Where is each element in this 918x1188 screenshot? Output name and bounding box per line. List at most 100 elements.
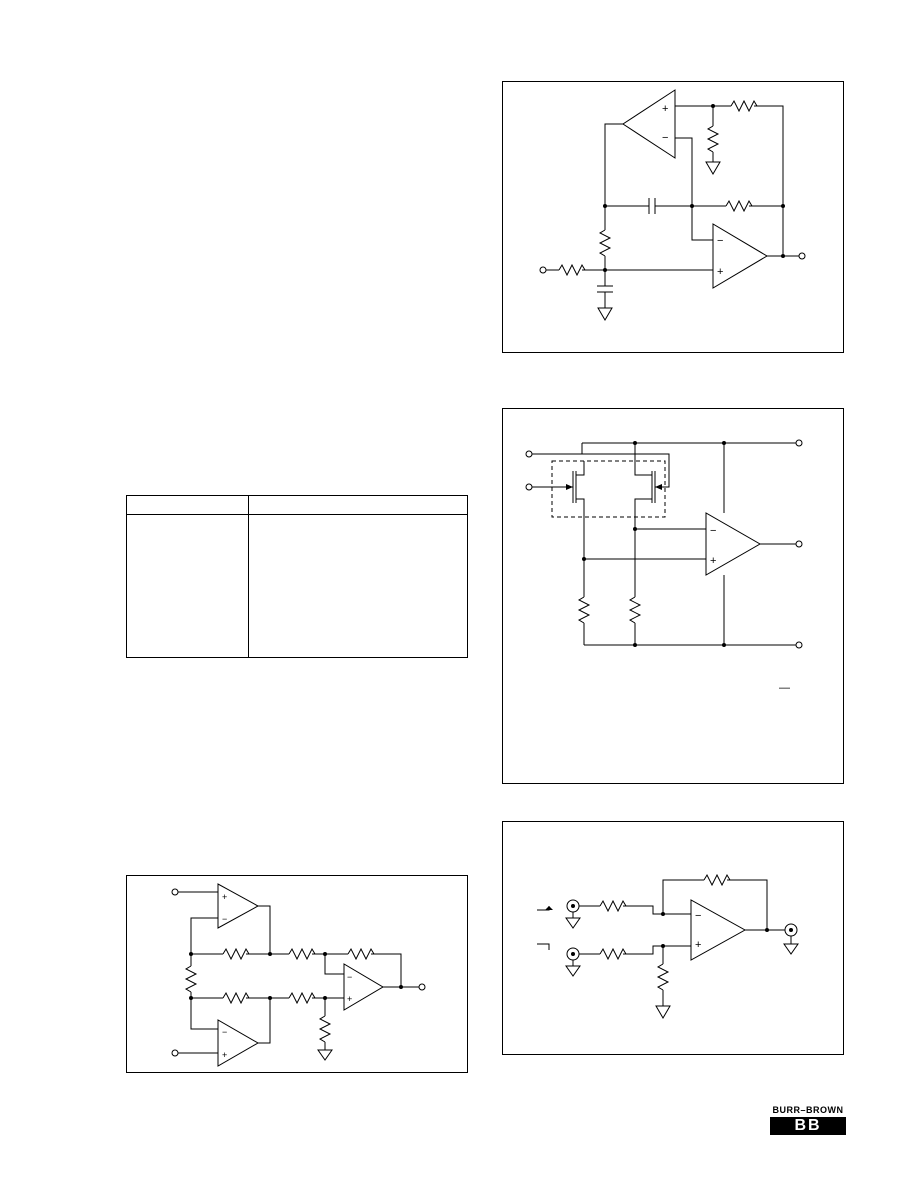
wire-segment — [347, 947, 375, 961]
wire-segment — [577, 596, 591, 624]
opamp-minus: − — [695, 910, 701, 922]
wire-segment — [184, 965, 198, 993]
schematic-c: − + — [537, 873, 799, 1019]
wire-segment — [634, 443, 652, 476]
wire-segment — [572, 471, 577, 503]
schematic-frame-d: + − − + — [126, 875, 468, 1073]
opamp-top-minus: − — [662, 132, 668, 144]
wire-segment — [532, 443, 583, 455]
wire-segment — [706, 125, 720, 153]
wire-segment — [598, 229, 612, 257]
wire-segment — [565, 917, 581, 929]
wire-segment — [765, 928, 769, 932]
wire-segment — [599, 947, 627, 961]
wire-segment — [725, 199, 753, 213]
wire-segment — [571, 952, 575, 956]
wire-segment — [691, 206, 713, 241]
spec-table — [126, 495, 468, 658]
wire-segment — [222, 991, 250, 1005]
supply-top-terminal — [795, 439, 803, 447]
wire-segment — [258, 998, 271, 1044]
opamp-bottom-minus: − — [717, 235, 723, 247]
wire-segment — [633, 643, 637, 647]
schematic-frame-b: − + — — [502, 408, 844, 784]
schematic-frame-a: + − − + — [502, 81, 844, 353]
wire-segment — [634, 498, 652, 529]
wire-segment — [662, 879, 704, 914]
wire-segment — [783, 943, 799, 955]
wire-segment — [623, 905, 691, 915]
opamp-bottom-plus: + — [222, 1050, 227, 1060]
wire-segment — [656, 963, 670, 991]
opamp-plus: + — [695, 939, 701, 951]
schematic-a: + − − + — [539, 89, 806, 321]
schematic-frame-c: − + — [502, 821, 844, 1055]
opamp-bottom-minus: − — [222, 1027, 227, 1037]
output-terminal — [795, 540, 803, 548]
input-1-terminal — [171, 888, 179, 896]
opamp-top-plus: + — [222, 892, 227, 902]
wire-segment — [324, 954, 344, 975]
wire-segment — [727, 879, 768, 930]
wire-segment — [288, 991, 316, 1005]
wire-segment — [651, 471, 656, 503]
wire-segment — [288, 947, 316, 961]
wire-segment — [222, 947, 250, 961]
overbar-mark: — — [779, 682, 790, 694]
wire-segment — [317, 1049, 333, 1061]
wire-segment — [661, 912, 665, 916]
wire-segment — [604, 123, 623, 206]
table-header-rule — [127, 496, 467, 515]
in-2-terminal — [525, 483, 533, 491]
wire-segment — [675, 137, 693, 206]
wire-segment — [599, 899, 627, 913]
wire-segment — [655, 1005, 671, 1019]
wire-segment — [571, 904, 575, 908]
opamp-bottom — [217, 1019, 260, 1067]
opamp-top-plus: + — [662, 103, 668, 115]
wire-segment — [371, 953, 402, 987]
wire-segment — [730, 99, 758, 113]
brand-logo: BURR–BROWN BB — [770, 1105, 846, 1135]
opamp — [690, 899, 747, 961]
opamp-bottom-plus: + — [717, 266, 723, 278]
wire-segment — [781, 254, 785, 258]
wire-segment — [545, 906, 553, 910]
supply-bottom-terminal — [795, 641, 803, 649]
wire-segment — [565, 965, 581, 977]
wire-segment — [722, 643, 726, 647]
opamp-minus: − — [710, 525, 716, 537]
opamp-top — [622, 89, 676, 159]
wire-segment — [566, 484, 573, 490]
opamp-out — [343, 963, 384, 1011]
in-1-terminal — [525, 450, 533, 458]
wire-segment — [190, 917, 218, 954]
table-column-divider — [248, 496, 249, 657]
wire-segment — [258, 905, 271, 954]
opamp-plus: + — [710, 555, 716, 567]
wire-segment — [551, 460, 666, 518]
wire-segment — [318, 1015, 332, 1043]
brand-mark: BB — [794, 1117, 822, 1134]
wire-segment — [789, 928, 793, 932]
schematic-d: + − − + — [171, 883, 426, 1067]
wire-segment — [268, 952, 272, 956]
opamp-bottom — [712, 223, 768, 289]
wire-segment — [754, 105, 784, 206]
opamp-top — [217, 883, 260, 929]
wire-segment — [597, 270, 613, 308]
output-terminal — [418, 983, 426, 991]
opamp-out-minus: − — [347, 972, 352, 982]
brand-name: BURR–BROWN — [772, 1105, 844, 1115]
wire-segment — [623, 945, 691, 955]
wire-segment — [537, 943, 550, 950]
wire-segment — [628, 596, 642, 624]
wire-segment — [399, 985, 403, 989]
schematic-b: − + — — [525, 439, 803, 694]
input-terminal — [539, 266, 547, 274]
wire-segment — [576, 461, 585, 476]
wire-segment — [703, 873, 731, 887]
wire-segment — [582, 453, 670, 488]
opamp — [705, 512, 762, 576]
brand-mark-box: BB — [770, 1117, 846, 1135]
